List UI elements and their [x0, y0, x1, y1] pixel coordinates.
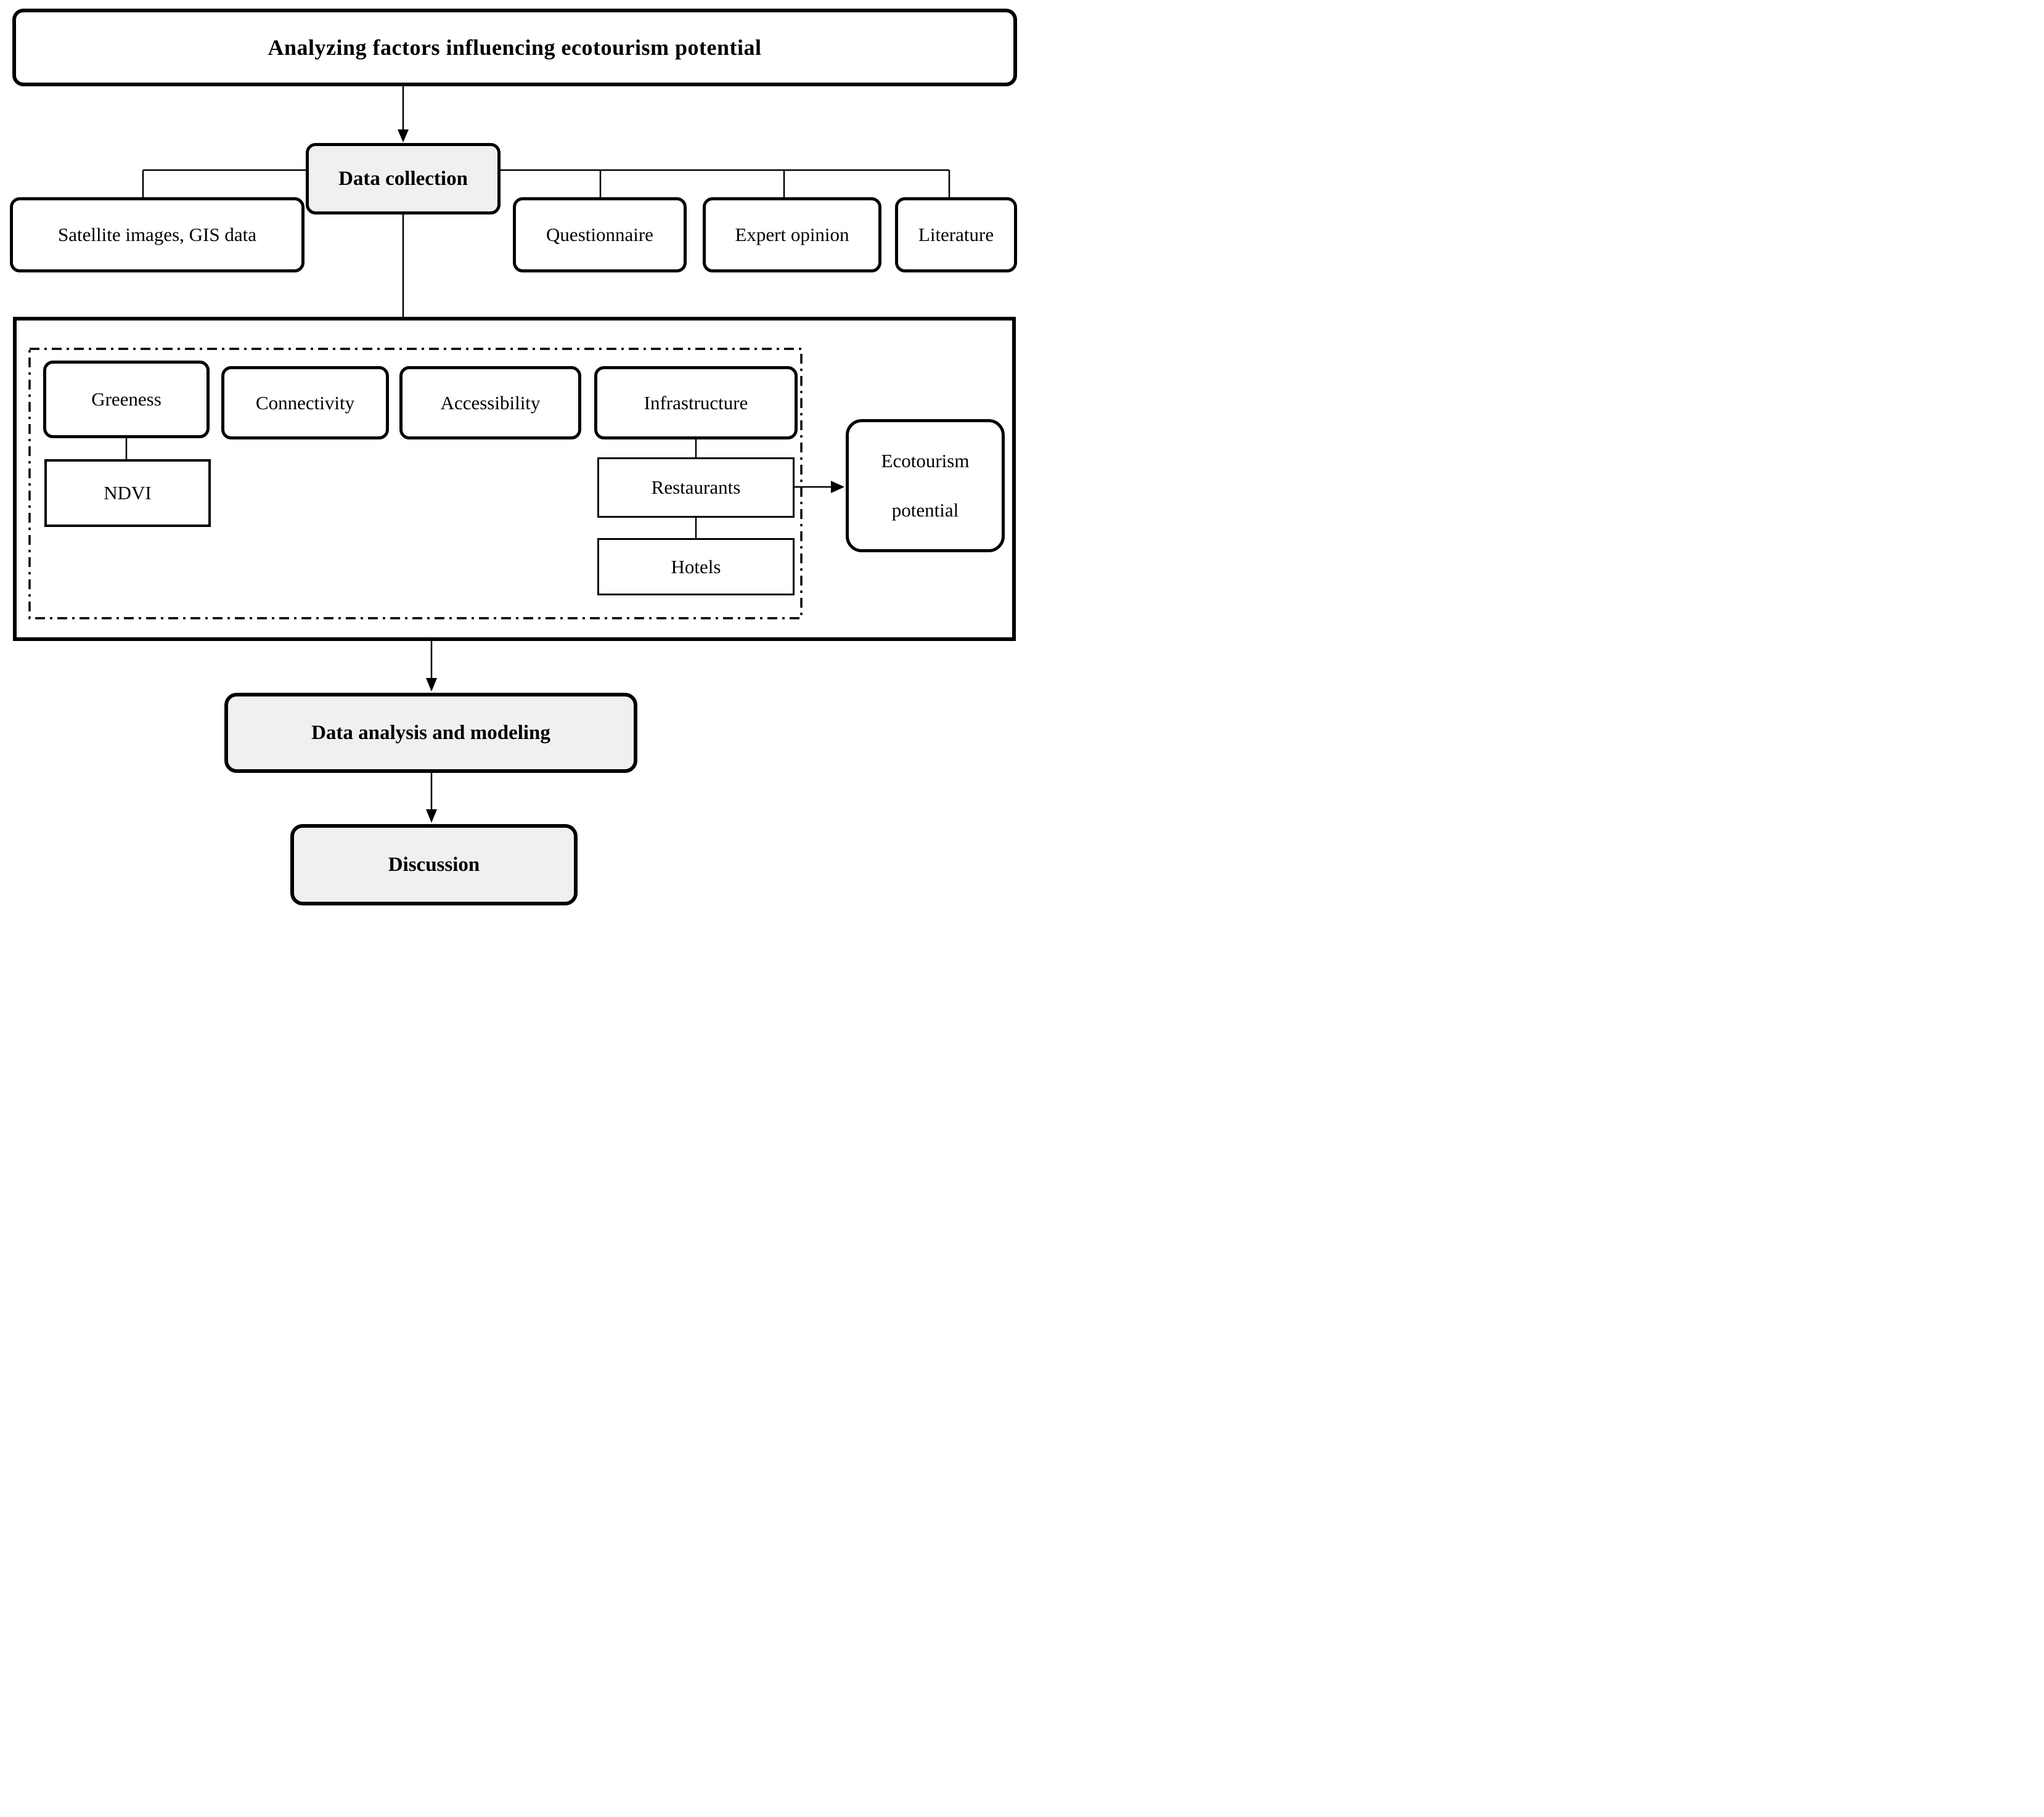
ndvi-label: NDVI — [104, 482, 152, 504]
source-box-satellite: Satellite images, GIS data — [10, 197, 305, 272]
source-box-expert-opinion: Expert opinion — [703, 197, 881, 272]
discussion-box: Discussion — [290, 824, 578, 905]
infrastructure-label: Infrastructure — [644, 391, 748, 414]
connectivity-label: Connectivity — [255, 391, 355, 414]
data-analysis-label: Data analysis and modeling — [311, 721, 550, 744]
title-text: Analyzing factors influencing ecotourism… — [268, 35, 762, 60]
sub-box-ndvi: NDVI — [44, 459, 211, 527]
analysis-arrowhead — [426, 678, 437, 692]
data-collection-label: Data collection — [338, 167, 468, 190]
sub-box-restaurants: Restaurants — [597, 457, 795, 518]
hotels-label: Hotels — [671, 555, 721, 578]
factor-box-infrastructure: Infrastructure — [594, 366, 798, 439]
literature-label: Literature — [918, 224, 994, 245]
factor-box-connectivity: Connectivity — [221, 366, 389, 439]
discussion-arrowhead — [426, 809, 437, 823]
factor-box-accessibility: Accessibility — [399, 366, 581, 439]
data-analysis-box: Data analysis and modeling — [224, 693, 637, 773]
restaurants-label: Restaurants — [651, 476, 741, 498]
discussion-label: Discussion — [388, 853, 480, 876]
source-box-literature: Literature — [895, 197, 1017, 272]
title-box: Analyzing factors influencing ecotourism… — [12, 9, 1017, 86]
expert-opinion-label: Expert opinion — [735, 224, 849, 245]
ecotourism-potential-box: Ecotourism potential — [846, 419, 1005, 552]
ecotourism-arrowhead — [831, 481, 844, 493]
ecotourism-line2: potential — [891, 499, 959, 521]
sub-box-hotels: Hotels — [597, 538, 795, 595]
title-to-data-collection-arrowhead — [398, 129, 409, 142]
satellite-label: Satellite images, GIS data — [58, 224, 256, 245]
dash-dot-frame — [28, 348, 803, 619]
flowchart-canvas: Analyzing factors influencing ecotourism… — [0, 0, 1022, 908]
factors-container-box — [13, 317, 1016, 641]
ecotourism-line1: Ecotourism — [881, 450, 970, 472]
greeness-label: Greeness — [91, 388, 161, 410]
data-collection-box: Data collection — [306, 143, 501, 214]
connector-layer — [28, 86, 950, 823]
source-box-questionnaire: Questionnaire — [513, 197, 687, 272]
factor-box-greeness: Greeness — [43, 361, 210, 438]
questionnaire-label: Questionnaire — [546, 224, 653, 245]
accessibility-label: Accessibility — [440, 391, 541, 414]
